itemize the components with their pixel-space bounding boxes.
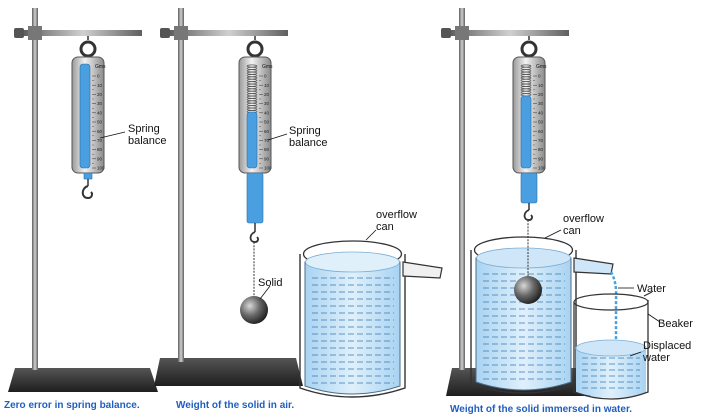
spring-balance: Gms 0 10 20 30 40 50 60 70 80 90 100	[512, 36, 547, 221]
beaker	[573, 291, 653, 400]
stand-rod	[178, 8, 184, 362]
scale-tick-label: 60	[97, 129, 103, 134]
scale-tick-label: 70	[97, 138, 103, 143]
scale-tick-label: 0	[264, 74, 267, 79]
leader-line	[259, 285, 271, 300]
scale-tick-label: 10	[538, 83, 544, 88]
label-water: Water	[637, 283, 666, 295]
scale-tick-label: 100	[97, 166, 105, 171]
spring-coil	[246, 64, 258, 114]
leader-line	[647, 313, 661, 323]
leader-line	[544, 229, 562, 239]
spring-balance: Gms 0 10 20 30 40 50 60 70 80 90 100	[71, 36, 106, 200]
clamp-arm	[451, 30, 569, 36]
solid-ball	[514, 276, 542, 304]
figure-solid-in-water: Gms 0 10 20 30 40 50 60 70 80 90 100	[441, 8, 693, 415]
solid-ball	[240, 296, 268, 324]
clamp-arm	[170, 30, 288, 36]
scale-tick-label: 20	[97, 92, 103, 97]
stand-base	[154, 358, 303, 386]
scale-tick-label: 50	[538, 120, 544, 125]
scale-tick-label: 90	[97, 156, 103, 161]
clamp-block	[455, 26, 469, 40]
scale-tick-label: 30	[538, 101, 544, 106]
clamp-knob	[160, 28, 170, 38]
clamp-block	[28, 26, 42, 40]
scale-tick-label: 40	[97, 110, 103, 115]
stand-rod	[459, 8, 465, 370]
scale-ticks: 0 10 20 30 40 50 60 70 80 90 100	[533, 74, 546, 171]
leader-line	[267, 133, 288, 141]
leader-line	[99, 131, 126, 139]
scale-tick-label: 80	[264, 147, 270, 152]
spout	[573, 257, 614, 275]
spring-balance: Gms 0 10 20 30 40 50 60 70 80 90 100	[238, 36, 273, 243]
scale-tick-label: 80	[97, 147, 103, 152]
scale-tick-label: 30	[264, 101, 270, 106]
caption-solid-in-water: Weight of the solid immersed in water.	[450, 404, 632, 415]
leader-line	[629, 351, 642, 357]
caption-solid-in-air: Weight of the solid in air.	[176, 400, 294, 411]
scale-tick-label: 50	[264, 120, 270, 125]
caption-zero-error: Zero error in spring balance.	[4, 400, 140, 411]
scale-tick-label: 70	[538, 138, 544, 143]
scale-ticks: 0 10 20 30 40 50 60 70 80 90 100	[259, 74, 272, 171]
scale-unit: Gms	[536, 64, 547, 70]
water-stream	[609, 271, 618, 342]
overflow-can	[470, 236, 614, 394]
scale-ticks: 0 10 20 30 40 50 60 70 80 90 100	[92, 74, 105, 171]
scale-tick-label: 10	[264, 83, 270, 88]
label-beaker: Beaker	[658, 318, 693, 330]
scale-tick-label: 0	[97, 74, 100, 79]
scale-tick-label: 50	[97, 120, 103, 125]
scale-tick-label: 60	[538, 129, 544, 134]
water-lines	[582, 357, 640, 389]
scale-unit: Gms	[262, 64, 273, 70]
clamp-block	[174, 26, 188, 40]
scale-tick-label: 10	[97, 83, 103, 88]
scale-tick-label: 20	[538, 92, 544, 97]
clamp-knob	[441, 28, 451, 38]
spout	[402, 261, 443, 279]
scale-tick-label: 0	[538, 74, 541, 79]
clamp-arm	[24, 30, 142, 36]
scale-tick-label: 20	[264, 92, 270, 97]
scale-tick-label: 100	[264, 166, 272, 171]
scale-tick-label: 30	[97, 101, 103, 106]
scale-tick-label: 70	[264, 138, 270, 143]
leader-line	[365, 229, 377, 241]
overflow-can	[299, 240, 443, 398]
scale-unit: Gms	[95, 64, 106, 70]
clamp-knob	[14, 28, 24, 38]
scale-tick-label: 80	[538, 147, 544, 152]
scale-tick-label: 90	[538, 156, 544, 161]
stand-base	[8, 368, 158, 392]
scale-tick-label: 40	[264, 110, 270, 115]
stand-rod	[32, 8, 38, 370]
label-solid: Solid	[258, 277, 282, 289]
scale-tick-label: 100	[538, 166, 546, 171]
scale-tick-label: 90	[264, 156, 270, 161]
water-lines	[312, 277, 394, 384]
scale-tick-label: 40	[538, 110, 544, 115]
scale-tick-label: 60	[264, 129, 270, 134]
